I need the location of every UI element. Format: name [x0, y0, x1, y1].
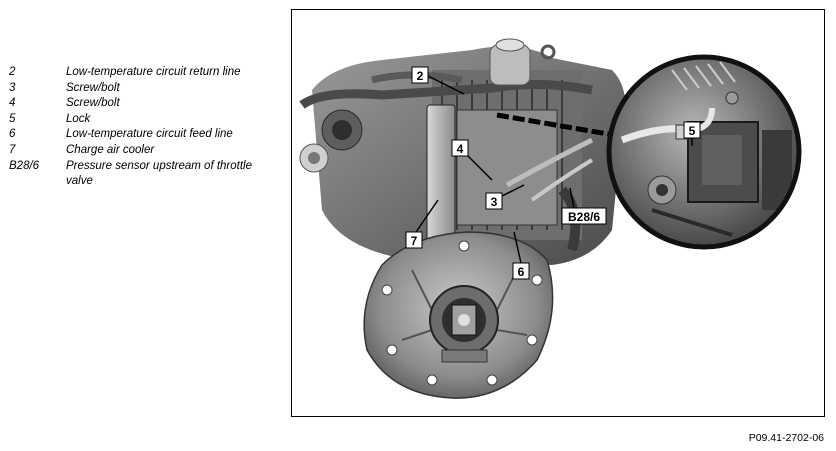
callout-b28-6: B28/6	[561, 187, 607, 225]
legend-desc: Lock	[66, 112, 91, 125]
callout-5: 5	[683, 121, 701, 146]
figure-frame: 2 4 3 7 6 B28/6 5	[291, 9, 825, 417]
legend-code: 5	[9, 112, 16, 125]
callout-7: 7	[405, 199, 439, 249]
callout-6: 6	[512, 231, 530, 280]
detail-pointer-line	[496, 112, 615, 138]
legend-desc: Screw/bolt	[66, 97, 120, 110]
legend-code: 3	[9, 81, 16, 94]
legend-desc: Charge air cooler	[66, 143, 155, 156]
callout-5-text: 5	[689, 124, 696, 138]
callout-b28-6-text: B28/6	[568, 210, 600, 224]
legend-desc: Low-temperature circuit feed line	[66, 128, 233, 141]
callout-4: 4	[451, 139, 493, 181]
callout-6-text: 6	[518, 265, 525, 279]
engine-body	[299, 38, 626, 265]
legend-code: 2	[9, 66, 16, 78]
legend-row-5: 5 Lock	[9, 112, 279, 128]
callout-3-text: 3	[491, 195, 498, 209]
detail-magnifier-circle	[606, 54, 802, 250]
callout-2-text: 2	[417, 69, 424, 83]
engine-illustration: 2 4 3 7 6 B28/6 5	[299, 38, 802, 399]
legend-row-b28-6: B28/6 Pressure sensor upstream of thrott…	[9, 159, 279, 190]
legend-row-3: 3 Screw/bolt	[9, 81, 279, 97]
legend-list: 2 Low-temperature circuit return line 3 …	[9, 65, 279, 190]
legend-desc: Pressure sensor upstream of throttle val…	[66, 159, 252, 188]
legend-row-6: 6 Low-temperature circuit feed line	[9, 127, 279, 143]
callout-2: 2	[411, 66, 465, 95]
legend-code: 6	[9, 128, 16, 141]
legend-row-2: 2 Low-temperature circuit return line	[9, 65, 279, 81]
figure-id: P09.41-2702-06	[748, 432, 824, 444]
bell-housing	[363, 231, 554, 399]
callout-4-text: 4	[457, 142, 464, 156]
legend-code: 4	[9, 97, 16, 110]
legend-code: B28/6	[9, 159, 40, 172]
legend-row-4: 4 Screw/bolt	[9, 96, 279, 112]
legend-code: 7	[9, 143, 16, 156]
legend-row-7: 7 Charge air cooler	[9, 143, 279, 159]
callout-3: 3	[485, 184, 525, 210]
legend-desc: Screw/bolt	[66, 81, 120, 94]
callout-7-text: 7	[411, 234, 418, 248]
legend-desc: Low-temperature circuit return line	[66, 66, 241, 78]
